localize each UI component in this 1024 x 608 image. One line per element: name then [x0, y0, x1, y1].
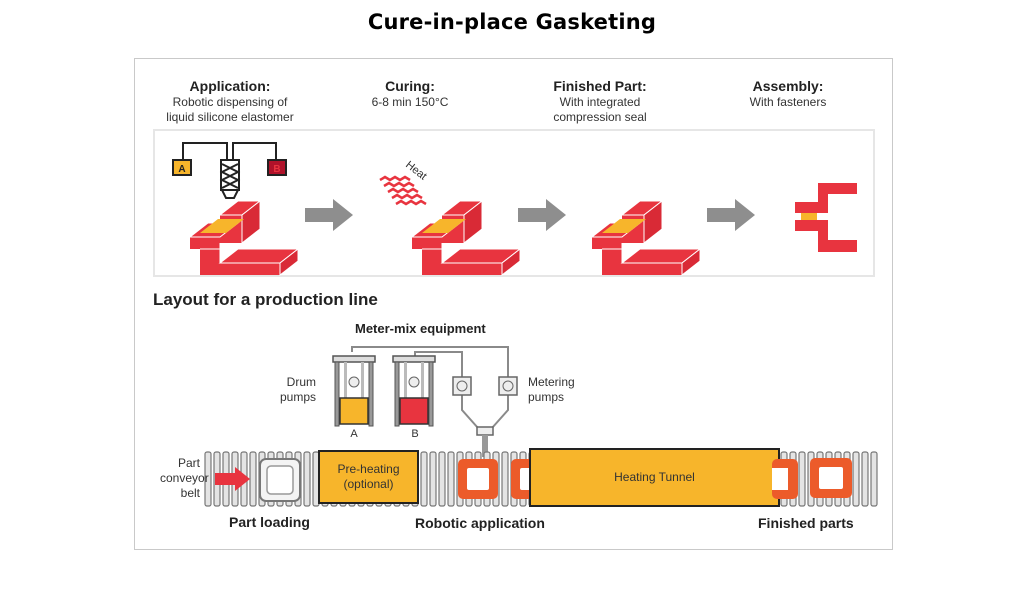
heating-tunnel-label: Heating Tunnel [614, 470, 695, 484]
step-heading: Assembly: [752, 78, 824, 94]
arrow-right-icon [707, 199, 755, 231]
label-line: Pre-heating [337, 462, 400, 476]
conveyor-slat [438, 451, 446, 507]
component-a-label: A [178, 164, 185, 175]
page-title: Cure-in-place Gasketing [367, 10, 657, 34]
step-desc: liquid silicone elastomer [166, 110, 294, 124]
drum-pump-a [332, 355, 376, 427]
label-line: Metering [528, 375, 575, 389]
station-robotic-application: Robotic application [415, 515, 545, 531]
station-finished-parts: Finished parts [758, 515, 854, 531]
label-line: (optional) [343, 477, 394, 491]
preheating-station [318, 450, 419, 504]
arrow-right-icon [305, 199, 353, 231]
step-desc: 6-8 min 150°C [371, 95, 449, 109]
part-with-bead-2 [411, 200, 521, 276]
conveyor-slat [420, 451, 428, 507]
component-a-box [172, 159, 192, 176]
gasketed-part-icon [458, 459, 498, 499]
step-heading: Application: [189, 78, 271, 94]
conveyor-slat [249, 451, 257, 507]
finished-part-icon [772, 459, 798, 499]
conveyor-slat [303, 451, 311, 507]
meter-mix-piping [351, 346, 509, 429]
drum-b-label: B [411, 428, 418, 440]
drum-pump-b [392, 355, 436, 427]
arrow-right-icon [518, 199, 566, 231]
conveyor-slat [501, 451, 509, 507]
finished-part-icon [591, 200, 701, 276]
step-assembly: Assembly: With fasteners [718, 78, 858, 110]
step-heading: Curing: [385, 78, 435, 94]
label-line: Drum [286, 375, 316, 389]
mix-head-icon [476, 426, 494, 457]
station-part-loading: Part loading [229, 514, 310, 530]
meter-mix-title: Meter-mix equipment [355, 321, 486, 336]
label-line: belt [180, 486, 200, 500]
mixer-nozzle-icon [219, 159, 241, 199]
drum-a-label: A [350, 428, 358, 440]
conveyor-slat [798, 451, 806, 507]
step-desc: With integrated [559, 95, 641, 109]
dispenser-hoses [182, 142, 277, 160]
component-b-label: B [273, 164, 280, 175]
production-line-title: Layout for a production line [153, 290, 378, 309]
label-line: pumps [280, 390, 317, 404]
finished-part-icon [810, 458, 852, 498]
drum-pumps-label: Drum pumps [280, 375, 316, 405]
step-desc: With fasteners [749, 95, 827, 109]
label-line: Part [177, 456, 200, 470]
conveyor-slat [447, 451, 455, 507]
label-line: pumps [528, 390, 565, 404]
step-curing: Curing: 6-8 min 150°C [340, 78, 480, 110]
conveyor-label: Part conveyor belt [160, 456, 209, 501]
step-desc: Robotic dispensing of [172, 95, 288, 109]
conveyor-slat [861, 451, 869, 507]
conveyor-slat [204, 451, 212, 507]
conveyor-slat [870, 451, 878, 507]
preheating-label: Pre-heating (optional) [319, 462, 418, 492]
conveyor-slat [852, 451, 860, 507]
step-application: Application: Robotic dispensing of liqui… [150, 78, 310, 125]
step-desc: compression seal [553, 110, 647, 124]
component-b-box [267, 159, 287, 176]
metering-pump-icon [452, 376, 472, 396]
part-with-bead-1 [189, 200, 299, 276]
heating-tunnel [529, 448, 780, 507]
metering-pumps-label: Metering pumps [528, 375, 575, 405]
label-line: conveyor [160, 471, 209, 485]
conveyor-direction-arrow-icon [215, 467, 250, 491]
conveyor-slat [429, 451, 437, 507]
step-finished-part: Finished Part: With integrated compressi… [530, 78, 670, 125]
step-heading: Finished Part: [553, 78, 647, 94]
assembled-parts-icon [795, 183, 857, 252]
metering-pump-icon [498, 376, 518, 396]
heat-waves-icon [379, 175, 427, 206]
